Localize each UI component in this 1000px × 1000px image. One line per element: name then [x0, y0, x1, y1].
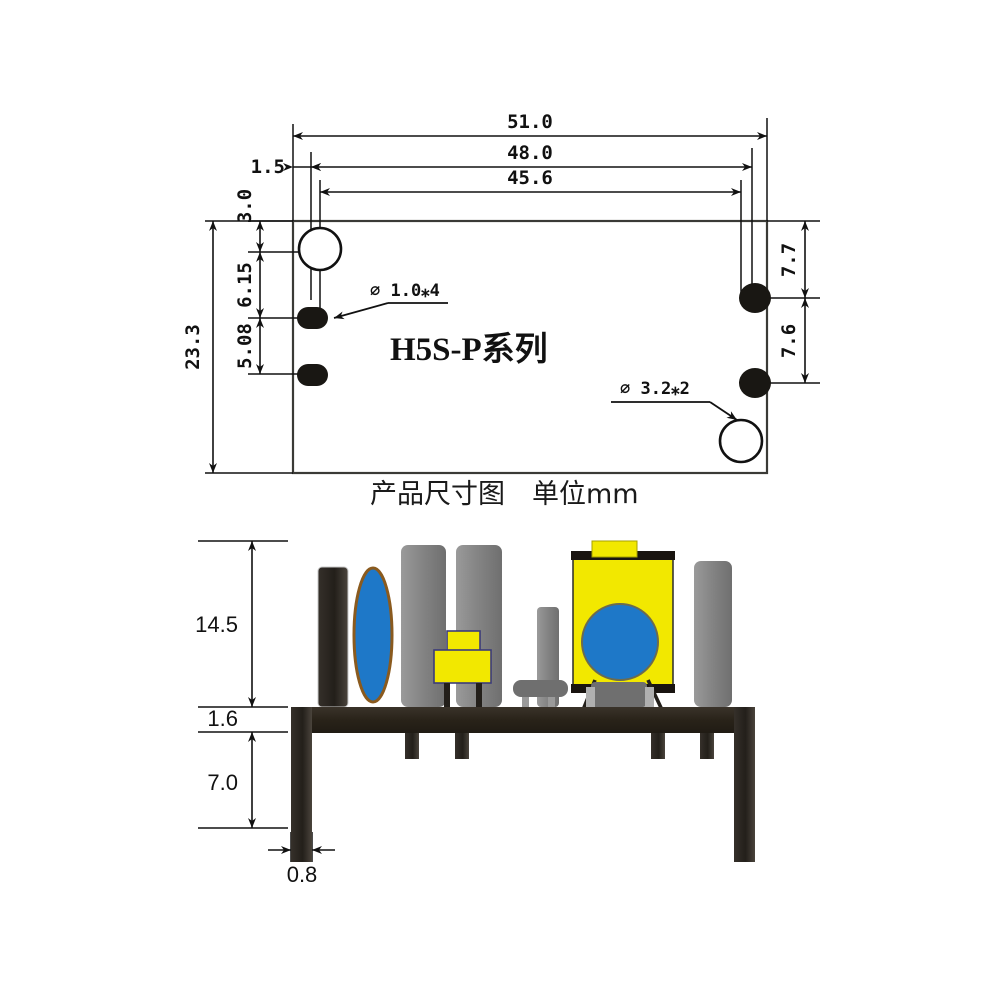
dimension-label-7-0: 7.0	[207, 770, 238, 795]
dimension-label-0-8: 0.8	[287, 862, 318, 887]
component-capacitor-core-circle	[581, 603, 659, 681]
lead-relay-left	[586, 687, 595, 707]
dimension-label-7-7: 7.7	[778, 243, 800, 277]
dimension-label-1-6: 1.6	[207, 706, 238, 731]
dimension-label-3-0: 3.0	[234, 189, 256, 223]
side-view-group: 14.5 1.6 7.0 0.8	[195, 540, 755, 887]
lead-capacitor-right	[646, 679, 665, 713]
component-grey-block-3	[694, 561, 732, 707]
component-grey-flat	[513, 680, 568, 697]
dimension-label-5-08: 5.08	[234, 323, 256, 369]
callout-pin-hole: ⌀ 1.0⁎4	[333, 281, 448, 320]
pin-pad-left-2	[297, 364, 328, 386]
board-model-label: H5S-P系列	[390, 331, 548, 368]
component-grey-relay	[591, 682, 647, 707]
pin-short-2	[455, 733, 469, 759]
callout-mounting-hole: ⌀ 3.2⁎2	[611, 379, 738, 421]
mounting-hole-top-left	[297, 226, 343, 272]
lead-grey-flat-right	[548, 697, 555, 708]
lead-grey-flat-left	[522, 697, 529, 708]
dimension-label-14-5: 14.5	[195, 612, 238, 637]
pin-pad-right-1	[739, 283, 771, 313]
dimension-label-48-0: 48.0	[507, 142, 553, 164]
dimension-label-1-5: 1.5	[251, 156, 285, 178]
lead-yellow-cap-small-right	[476, 683, 482, 707]
dimension-label-6-15: 6.15	[234, 262, 256, 308]
dimension-1-6: 1.6	[198, 706, 288, 733]
pin-left-long	[291, 707, 312, 862]
dimension-label-51-0: 51.0	[507, 111, 553, 133]
top-view-group: 51.0 48.0 45.6 1.5	[182, 111, 820, 475]
pcb-outline-top-view	[291, 219, 769, 475]
dimension-7-7: 7.7	[757, 220, 820, 299]
pin-short-3	[651, 733, 665, 759]
component-yellow-capacitor-tab	[591, 540, 638, 558]
dimension-48-0: 48.0	[310, 142, 753, 300]
component-yellow-cap-small	[433, 649, 492, 684]
component-dark-block	[317, 566, 349, 708]
dimension-51-0: 51.0	[292, 111, 768, 221]
dimension-14-5: 14.5	[195, 540, 288, 708]
drawing-caption: 产品尺寸图 单位mm	[370, 479, 639, 510]
pin-short-4	[700, 733, 714, 759]
callout-label-mounting-hole: ⌀ 3.2⁎2	[620, 379, 690, 399]
dimension-1-5: 1.5	[251, 156, 321, 178]
lead-yellow-cap-small-left	[444, 683, 450, 707]
dimension-label-23-3: 23.3	[182, 324, 204, 370]
pin-short-1	[405, 733, 419, 759]
pin-pad-left-1	[297, 307, 328, 329]
callout-label-pin-hole: ⌀ 1.0⁎4	[370, 281, 440, 301]
dimension-7-0: 7.0	[198, 732, 288, 829]
lead-relay-right	[645, 687, 654, 707]
dimension-label-7-6: 7.6	[778, 324, 800, 358]
pcb-board-side-view	[291, 707, 755, 733]
component-blue-capacitor	[352, 566, 394, 704]
mounting-hole-bottom-right	[718, 418, 764, 464]
dimension-label-45-6: 45.6	[507, 167, 553, 189]
pin-right-long	[734, 707, 755, 862]
pin-pad-right-2	[739, 368, 771, 398]
